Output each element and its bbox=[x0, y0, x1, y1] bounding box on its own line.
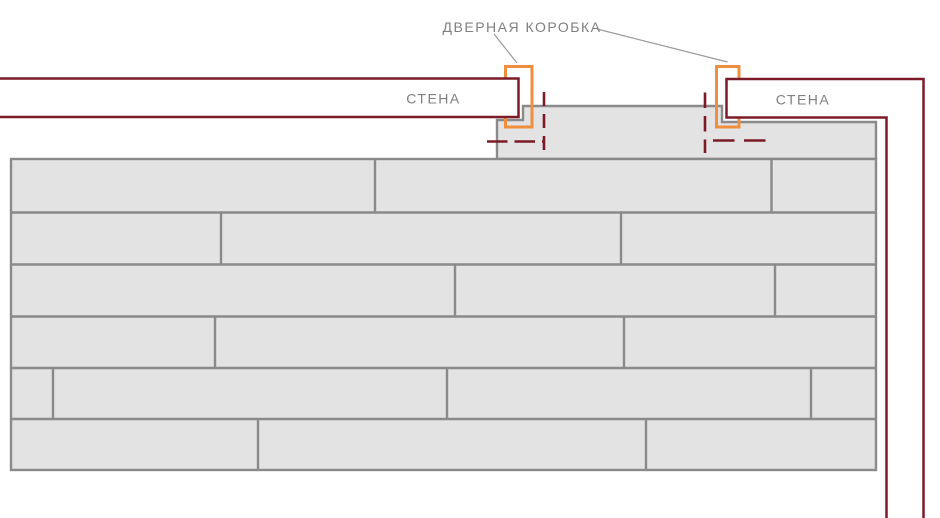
right-wall bbox=[725, 77, 925, 518]
right-wall-label: СТЕНА bbox=[776, 92, 830, 108]
door-frame-label: ДВЕРНАЯ КОРОБКА bbox=[443, 19, 602, 35]
leader-line-left bbox=[493, 33, 518, 64]
plank-joints bbox=[11, 159, 876, 470]
leader-line-right bbox=[596, 28, 728, 63]
laminate-floor-field bbox=[9, 157, 878, 472]
left-wall bbox=[0, 77, 520, 119]
left-wall-label: СТЕНА bbox=[406, 91, 460, 107]
